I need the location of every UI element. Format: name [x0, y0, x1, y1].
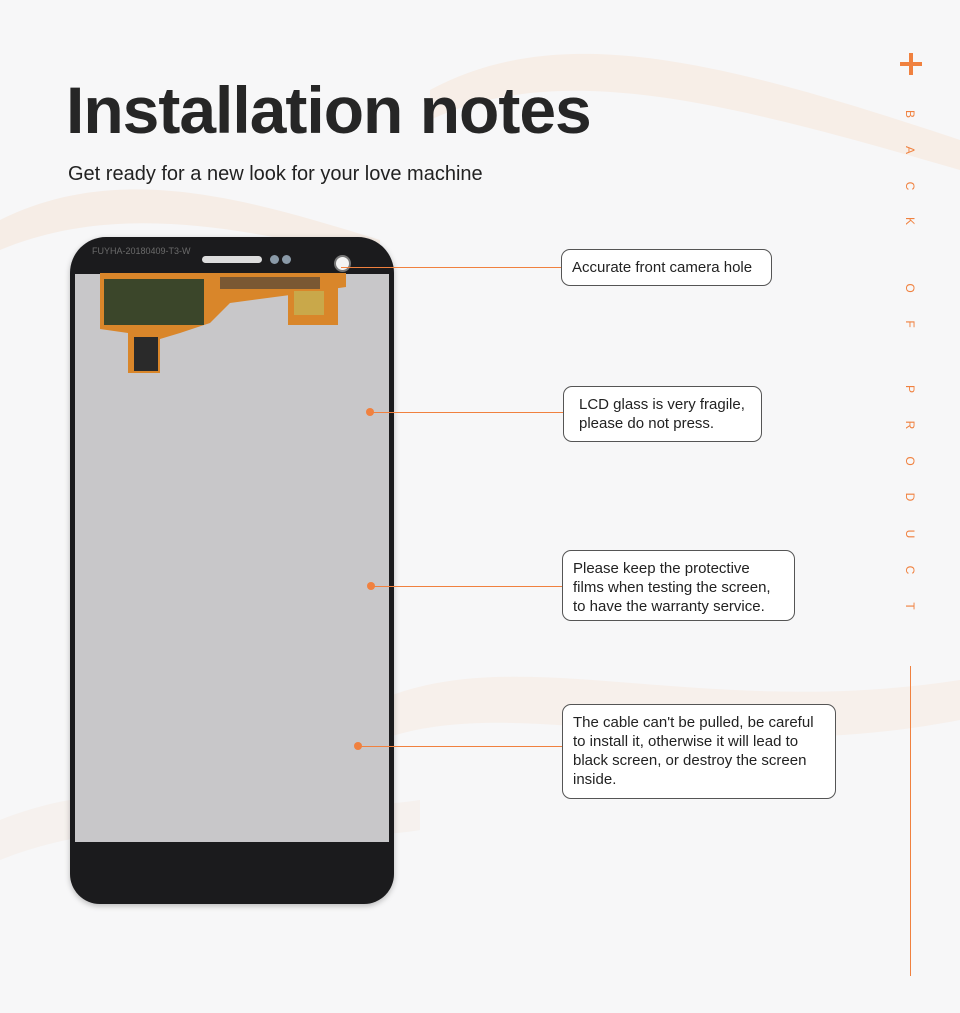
callout-text: films when testing the screen, [573, 579, 771, 596]
side-divider-line [910, 666, 911, 976]
callout-fragile-glass: LCD glass is very fragile, please do not… [563, 386, 762, 442]
page-subtitle: Get ready for a new look for your love m… [68, 163, 483, 185]
callout-cable-warning: The cable can't be pulled, be careful to… [562, 704, 836, 799]
callout-text: LCD glass is very fragile, [579, 396, 745, 413]
sensor-dot [282, 255, 291, 264]
lcd-product-image: FUYHA-20180409-T3-W [70, 237, 394, 904]
connector-line [358, 746, 562, 747]
flex-cable [100, 273, 346, 373]
side-letter: C [903, 565, 917, 575]
side-letter: B [903, 109, 917, 118]
side-letter: P [903, 384, 917, 393]
callout-text: please do not press. [579, 415, 715, 432]
side-letter: R [903, 420, 917, 430]
side-letter: C [903, 181, 917, 191]
callout-text: The cable can't be pulled, be careful [573, 714, 814, 731]
callout-protective-films: Please keep the protective films when te… [562, 550, 795, 621]
side-letter: K [903, 216, 917, 225]
connector-line [371, 586, 563, 587]
callout-text: to have the warranty service. [573, 598, 765, 615]
sensor-dot [270, 255, 279, 264]
side-letter: O [903, 456, 917, 466]
side-letter: D [903, 492, 917, 502]
plus-icon [900, 53, 922, 75]
callout-text: Please keep the protective [573, 560, 750, 577]
panel-label: FUYHA-20180409-T3-W [92, 246, 191, 256]
callout-text: inside. [573, 771, 617, 788]
connector-line [370, 412, 564, 413]
earpiece-speaker [202, 256, 262, 263]
side-letter: O [903, 283, 917, 293]
side-letter: U [903, 529, 917, 539]
side-letter: A [903, 145, 917, 154]
callout-camera-hole: Accurate front camera hole [561, 249, 772, 286]
page-title: Installation notes [66, 73, 592, 147]
lcd-screen [75, 274, 389, 842]
connector-line [341, 267, 562, 268]
callout-text: Accurate front camera hole [572, 259, 753, 276]
front-camera-hole [334, 255, 351, 272]
callout-text: black screen, or destroy the screen [573, 752, 807, 769]
side-letter: F [903, 320, 917, 328]
side-letter: T [903, 602, 917, 610]
callout-text: to install it, otherwise it will lead to [573, 733, 799, 750]
